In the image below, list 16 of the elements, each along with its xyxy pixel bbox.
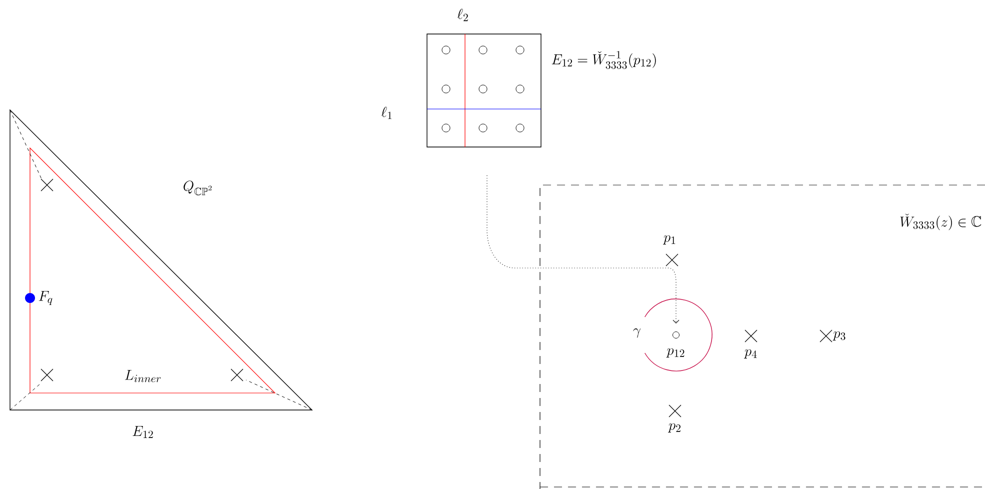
math-label: $p_2$	[668, 423, 680, 432]
math-label: $F_q$	[38, 290, 52, 306]
math-label: $E_{12}$	[132, 426, 153, 438]
point-label: $p_{12}$	[666, 348, 684, 358]
arrow	[486, 175, 680, 324]
math-label: $p_4$	[744, 349, 757, 358]
math-label: $L_{inner}$	[125, 370, 161, 382]
math-label: $\check{W}_{3333}(z) \in \mathbb{C}$	[900, 214, 982, 230]
math-label: $\ell_2$	[457, 8, 468, 22]
math-label: $\gamma$	[633, 328, 641, 338]
math-label: $E_{12} = \check{W}_{3333}^{-1}(p_{12})$	[552, 51, 656, 69]
math-label: $Q_{\mathbb{CP}^2}$	[184, 180, 212, 196]
math-label: $\ell_1$	[381, 106, 392, 120]
math-label: $p_1$	[663, 235, 676, 244]
math-label: $p_3$	[832, 331, 846, 340]
grid-box	[426, 34, 542, 148]
